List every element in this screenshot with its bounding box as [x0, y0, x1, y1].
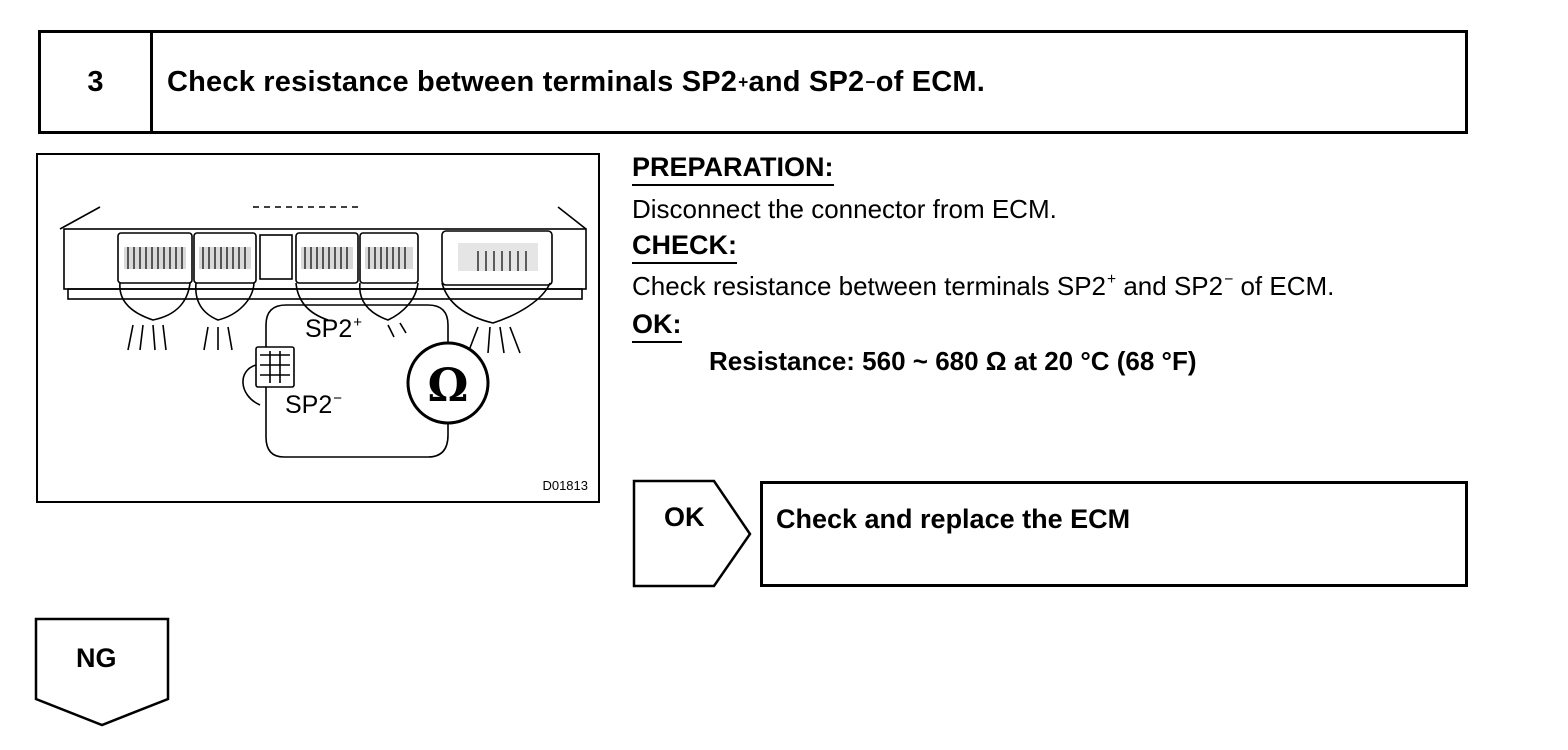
step-title-part3: of ECM. [875, 65, 986, 98]
ok-action-box: Check and replace the ECM [760, 481, 1468, 587]
step-title-part2: and SP2 [748, 65, 865, 98]
step-number: 3 [41, 33, 153, 131]
ok-arrow-icon [632, 479, 752, 588]
sp2-minus-sign: − [333, 389, 343, 407]
sp2-plus-base: SP2 [305, 315, 353, 343]
sp2-plus-sign: + [353, 313, 363, 331]
check-header: CHECK: [632, 230, 737, 264]
check-text-part2: and SP2 [1116, 271, 1224, 301]
ohm-meter-icon: Ω [428, 358, 469, 412]
ok-header: OK: [632, 309, 682, 343]
step-title-part1: Check resistance between terminals SP2 [167, 65, 738, 98]
step-header: 3 Check resistance between terminals SP2… [38, 30, 1468, 134]
ecm-connector-illustration: Ω SP2+ SP2− D01813 [36, 153, 600, 503]
preparation-text: Disconnect the connector from ECM. [632, 194, 1057, 224]
ng-branch-label: NG [76, 643, 117, 673]
sp2-minus-base: SP2 [285, 391, 333, 419]
sp2-plus-label: SP2+ [305, 315, 362, 344]
ok-branch-label: OK [664, 502, 705, 532]
check-text-part3: of ECM. [1233, 271, 1335, 301]
ok-action-text: Check and replace the ECM [776, 504, 1131, 534]
ecm-drawing: Ω [59, 206, 587, 458]
resistance-spec: Resistance: 560 ~ 680 Ω at 20 °C (68 °F) [709, 346, 1197, 376]
check-plus-sign: + [1107, 271, 1117, 289]
check-text-part1: Check resistance between terminals SP2 [632, 271, 1107, 301]
ng-arrow-icon [34, 617, 170, 727]
check-text: Check resistance between terminals SP2+ … [632, 271, 1334, 302]
step-title: Check resistance between terminals SP2+ … [167, 65, 986, 98]
check-minus-sign: − [1224, 271, 1234, 289]
sp2-minus-label: SP2− [285, 391, 342, 420]
preparation-header: PREPARATION: [632, 152, 834, 186]
figure-code: D01813 [542, 478, 588, 493]
